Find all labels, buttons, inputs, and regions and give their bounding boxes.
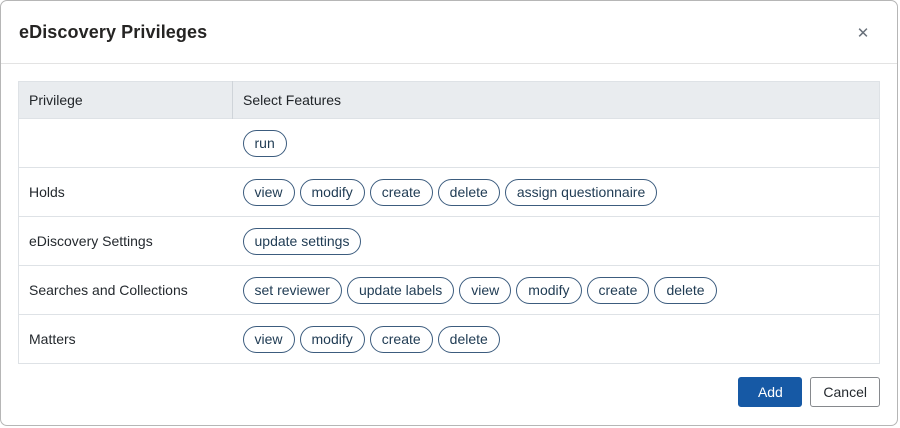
privilege-cell: Matters <box>18 314 233 364</box>
dialog-title-bar: eDiscovery Privileges ✕ <box>1 1 897 64</box>
dialog-footer: Add Cancel <box>1 364 897 407</box>
feature-pill[interactable]: modify <box>516 276 582 304</box>
table-header-row: Privilege Select Features <box>18 81 880 119</box>
feature-pill[interactable]: create <box>586 276 650 304</box>
column-header-select-features: Select Features <box>232 81 880 119</box>
features-cell: run <box>232 118 880 168</box>
feature-pill[interactable]: create <box>369 178 433 206</box>
add-button[interactable]: Add <box>738 377 803 407</box>
feature-pill[interactable]: modify <box>299 325 365 353</box>
privilege-cell: eDiscovery Settings <box>18 216 233 266</box>
feature-pill[interactable]: set reviewer <box>242 276 342 304</box>
feature-pill[interactable]: assign questionnaire <box>504 178 658 206</box>
feature-pill[interactable]: update settings <box>242 227 362 255</box>
feature-pill[interactable]: view <box>242 178 295 206</box>
feature-pill[interactable]: view <box>459 276 512 304</box>
feature-pill[interactable]: create <box>369 325 433 353</box>
feature-pill[interactable]: modify <box>299 178 365 206</box>
column-header-privilege: Privilege <box>18 81 233 119</box>
feature-pill[interactable]: view <box>242 325 295 353</box>
table-row: run <box>18 118 880 168</box>
features-cell: update settings <box>232 216 880 266</box>
privileges-table: Privilege Select Features run Holds view… <box>18 81 880 364</box>
close-icon[interactable]: ✕ <box>849 19 877 47</box>
feature-pill[interactable]: delete <box>437 325 500 353</box>
dialog-title: eDiscovery Privileges <box>19 21 208 42</box>
feature-pill[interactable]: run <box>242 129 287 157</box>
feature-pill[interactable]: update labels <box>346 276 455 304</box>
privilege-cell: Searches and Collections <box>18 265 233 315</box>
dialog-content: Privilege Select Features run Holds view… <box>1 64 897 364</box>
privilege-cell <box>18 118 233 168</box>
privilege-cell: Holds <box>18 167 233 217</box>
feature-pill[interactable]: delete <box>654 276 717 304</box>
cancel-button[interactable]: Cancel <box>810 377 880 407</box>
table-row: eDiscovery Settings update settings <box>18 216 880 266</box>
feature-pill[interactable]: delete <box>437 178 500 206</box>
